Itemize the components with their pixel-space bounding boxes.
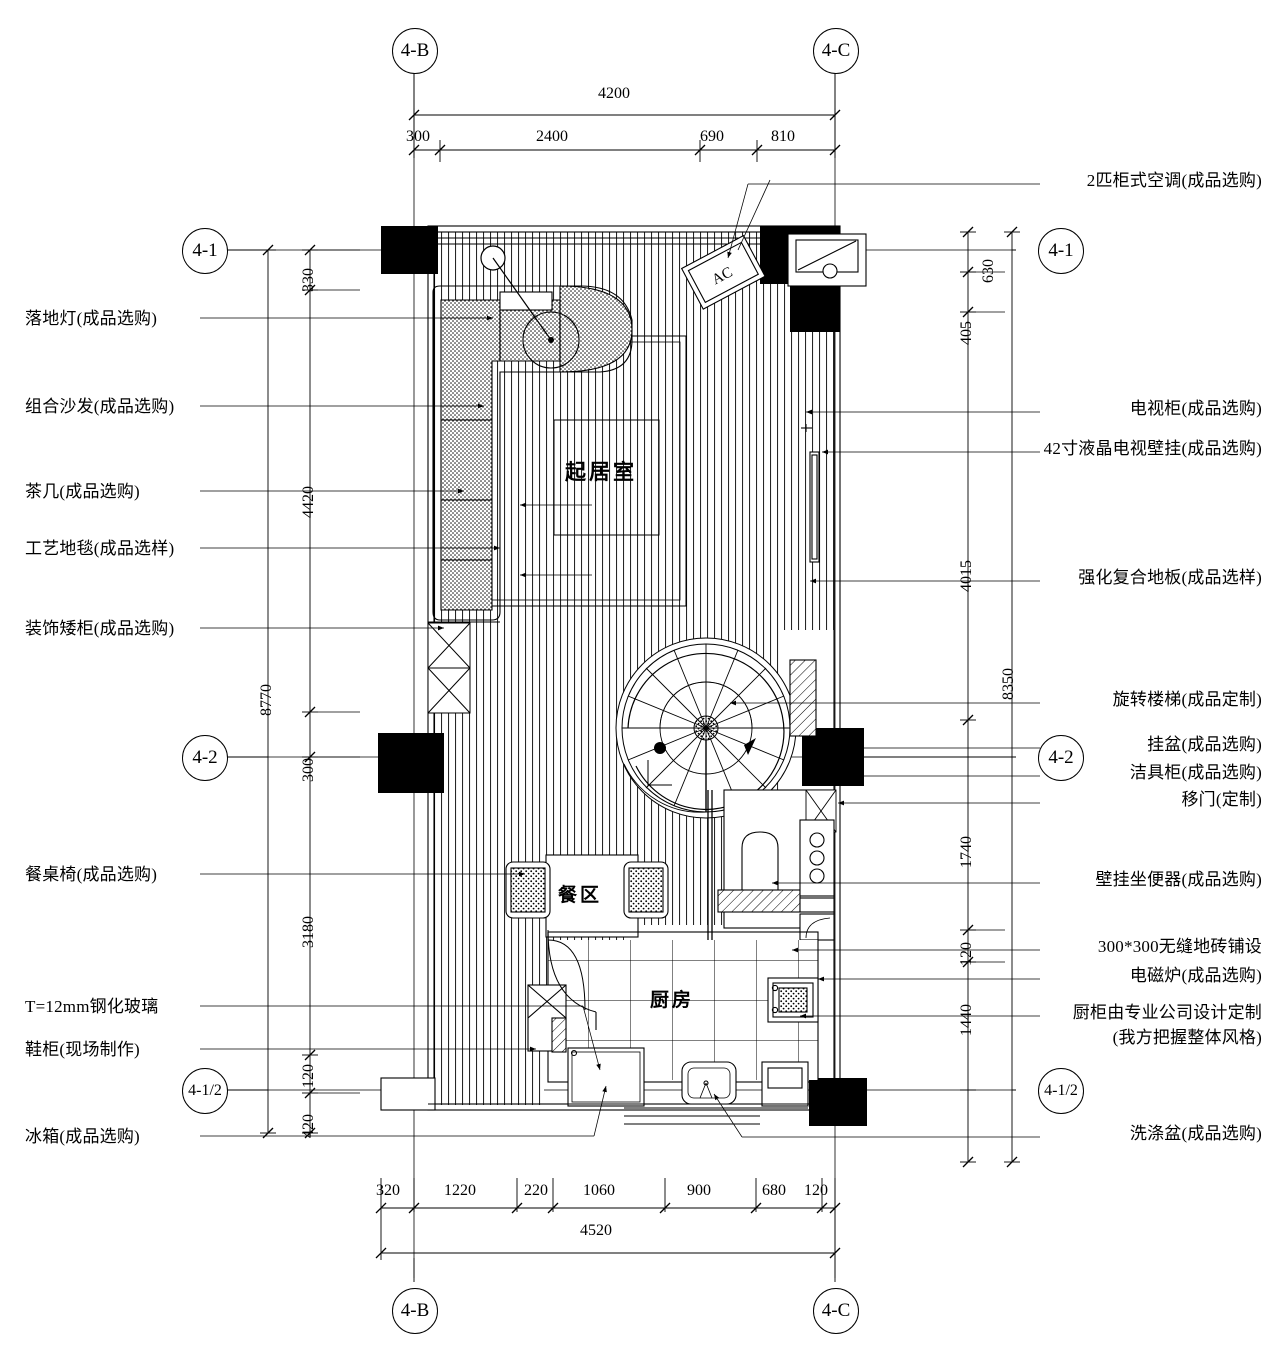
dim-right-4: 1740 (958, 836, 975, 868)
dim-bottom-1: 320 (376, 1182, 400, 1199)
annotation-wall-hung-toilet: 壁挂坐便器(成品选购) (1095, 870, 1262, 889)
dim-left-5: 420 (300, 1114, 317, 1138)
grid-bubble-top-4c[interactable]: 4-C (813, 28, 859, 74)
dim-top-4: 810 (771, 128, 795, 145)
annotation-laminate-floor: 强化复合地板(成品选样) (1078, 568, 1262, 587)
annotation-wash-basin: 挂盆(成品选购) (1147, 735, 1262, 754)
dim-bottom-7: 120 (804, 1182, 828, 1199)
room-label-dining: 餐区 (558, 885, 603, 906)
dim-right-3: 4015 (958, 560, 975, 592)
annotation-low-cabinet: 装饰矮柜(成品选购) (25, 619, 175, 638)
room-label-kitchen: 厨房 (650, 990, 695, 1011)
annotation-area-rug: 工艺地毯(成品选样) (25, 539, 175, 558)
annotation-floor-lamp: 落地灯(成品选购) (25, 309, 158, 328)
room-label-living: 起居室 (565, 460, 637, 484)
grid-bubble-right-42[interactable]: 4-2 (1038, 735, 1084, 781)
dim-top-2: 2400 (536, 128, 568, 145)
dim-right-2: 405 (958, 321, 975, 345)
dim-bottom-6: 680 (762, 1182, 786, 1199)
dim-left-overall: 8770 (258, 684, 275, 716)
grid-bubble-right-412[interactable]: 4-1/2 (1038, 1068, 1084, 1114)
grid-bubble-bottom-4b[interactable]: 4-B (392, 1288, 438, 1334)
dim-bottom-3: 220 (524, 1182, 548, 1199)
annotation-coffee-table: 茶几(成品选购) (25, 482, 140, 501)
dim-right-5: 120 (958, 942, 975, 966)
annotation-shoe-cabinet: 鞋柜(现场制作) (25, 1040, 140, 1059)
dim-top-3: 690 (700, 128, 724, 145)
annotation-refrigerator: 冰箱(成品选购) (25, 1127, 140, 1146)
annotation-sanitary-cabinet: 洁具柜(成品选购) (1129, 763, 1262, 782)
annotation-tv-cabinet: 电视柜(成品选购) (1129, 399, 1262, 418)
annotation-kitchen-cabinet-note: (我方把握整体风格) (1112, 1028, 1262, 1047)
grid-bubble-left-412[interactable]: 4-1/2 (182, 1068, 228, 1114)
annotation-dining-set: 餐桌椅(成品选购) (25, 865, 158, 884)
dim-left-2: 4420 (300, 486, 317, 518)
dim-bottom-5: 900 (687, 1182, 711, 1199)
dim-left-3: 300 (300, 758, 317, 782)
annotation-air-conditioner: 2匹柜式空调(成品选购) (1086, 171, 1262, 190)
dim-bottom-overall: 4520 (580, 1222, 612, 1239)
grid-bubble-right-41[interactable]: 4-1 (1038, 228, 1084, 274)
annotation-kitchen-sink: 洗涤盆(成品选购) (1129, 1124, 1262, 1143)
annotation-sliding-door: 移门(定制) (1181, 790, 1262, 809)
dim-left-4: 3180 (300, 916, 317, 948)
annotation-induction-cooker: 电磁炉(成品选购) (1129, 966, 1262, 985)
dim-right-outer: 8350 (1000, 668, 1017, 700)
annotation-lcd-tv: 42寸液晶电视壁挂(成品选购) (1043, 439, 1262, 458)
dim-right-1: 630 (980, 259, 997, 283)
grid-bubble-left-41[interactable]: 4-1 (182, 228, 228, 274)
dim-bottom-4: 1060 (583, 1182, 615, 1199)
annotation-floor-tile: 300*300无缝地砖铺设 (1097, 937, 1262, 956)
annotation-spiral-stair: 旋转楼梯(成品定制) (1112, 690, 1262, 709)
annotation-tempered-glass: T=12mm钢化玻璃 (25, 997, 159, 1016)
dim-top-overall: 4200 (598, 85, 630, 102)
annotation-kitchen-cabinet: 厨柜由专业公司设计定制 (1072, 1003, 1262, 1022)
dim-bottom-2: 1220 (444, 1182, 476, 1199)
dim-right-6: 1440 (958, 1004, 975, 1036)
grid-bubble-bottom-4c[interactable]: 4-C (813, 1288, 859, 1334)
dim-left-1: 330 (300, 268, 317, 292)
grid-bubble-left-42[interactable]: 4-2 (182, 735, 228, 781)
annotation-sectional-sofa: 组合沙发(成品选购) (25, 397, 175, 416)
dim-left-6: 120 (300, 1064, 317, 1088)
grid-bubble-top-4b[interactable]: 4-B (392, 28, 438, 74)
dim-top-1: 300 (406, 128, 430, 145)
